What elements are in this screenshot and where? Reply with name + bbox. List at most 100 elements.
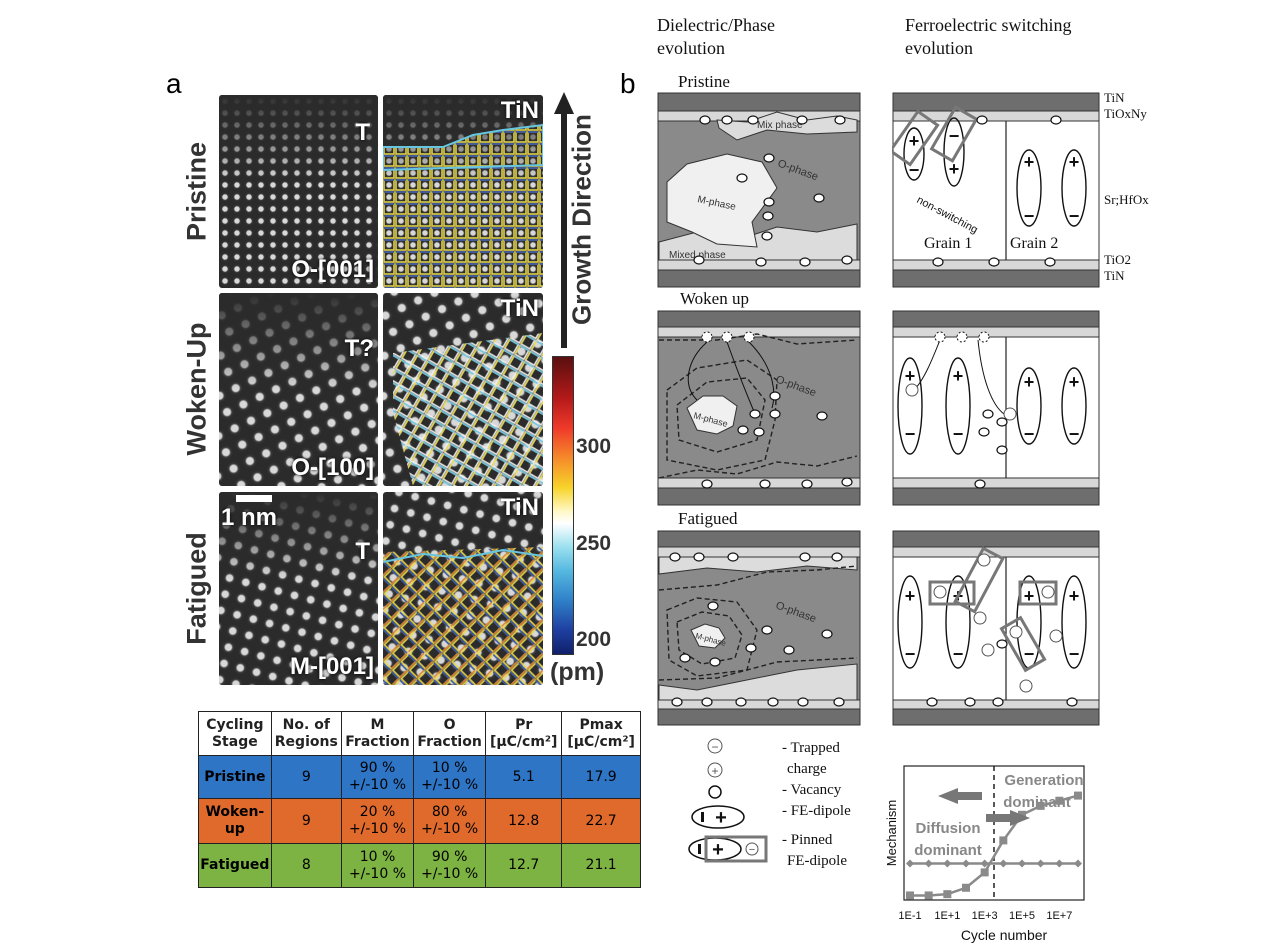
electrode-label: TiN — [500, 97, 539, 124]
vacancy-group — [669, 552, 845, 707]
o-value: 80 % — [431, 804, 468, 820]
svg-text:+: + — [715, 807, 727, 829]
cell-stage: Woken-up — [198, 798, 272, 844]
svg-text:+: + — [1069, 372, 1080, 392]
table-row: Pristine 9 90 %+/-10 % 10 %+/-10 % 5.1 1… — [198, 755, 641, 799]
data-point — [1055, 859, 1064, 868]
svg-text:+: + — [905, 586, 916, 606]
data-point — [962, 859, 970, 868]
cell-regions: 9 — [270, 798, 342, 844]
m-value: 10 % — [359, 848, 396, 865]
o-value: 90 % — [431, 848, 468, 865]
o-value: 10 % — [431, 760, 468, 776]
o-error: +/-10 % — [421, 821, 479, 837]
vacancy-icon — [708, 785, 722, 799]
svg-text:+: + — [1069, 152, 1080, 172]
o-error: +/-10 % — [421, 777, 479, 793]
svg-text:−: − — [1024, 424, 1035, 444]
column-title-line: Ferroelectric switching — [905, 15, 1072, 35]
stage-label-fatigued: Fatigued — [181, 532, 212, 645]
m-value: 20 % — [359, 804, 396, 820]
svg-text:−: − — [949, 126, 960, 146]
data-point — [999, 859, 1008, 868]
svg-text:+: + — [905, 366, 916, 386]
column-title-line: Dielectric/Phase — [657, 15, 775, 35]
column-title-dielectric: Dielectric/Phase evolution — [657, 14, 775, 60]
header-m-fraction: M Fraction — [340, 711, 415, 756]
scale-bar-label: 1 nm — [221, 504, 278, 531]
trapped-negative-icon — [707, 738, 723, 754]
cell-o-fraction: 90 %+/-10 % — [413, 843, 487, 888]
generation-label-2: dominant — [1003, 794, 1071, 811]
phase-schematic-pristine: M-phase O-phase Mix phase Mixed phase — [657, 92, 861, 288]
stage-label-woken-up: Woken-Up — [181, 322, 212, 456]
svg-text:−: − — [1024, 206, 1035, 226]
legend-pinned: - Pinned — [782, 832, 833, 848]
svg-text:−: − — [1024, 644, 1035, 664]
data-point — [1055, 796, 1064, 805]
pinned-dipole-icon: + − — [688, 835, 768, 863]
svg-text:−: − — [711, 740, 718, 754]
table-header-row: Cycling Stage No. of Regions M Fraction … — [198, 711, 641, 756]
vacancy-group — [932, 115, 1062, 267]
svg-text:+: + — [1024, 372, 1035, 392]
stage-title-fatigued: Fatigued — [678, 509, 738, 528]
vacancy-group — [693, 115, 853, 267]
cell-stage: Pristine — [198, 755, 272, 799]
cell-o-fraction: 10 %+/-10 % — [413, 755, 487, 799]
phase-schematic-fatigued: M-phase O-phase — [657, 530, 861, 726]
data-point — [980, 868, 989, 877]
cycling-stage-table: Cycling Stage No. of Regions M Fraction … — [198, 711, 641, 888]
colorbar — [552, 356, 574, 655]
orientation-label: M-[001] — [289, 653, 374, 680]
table-row: Woken-up 9 20 %+/-10 % 80 %+/-10 % 12.8 … — [198, 798, 641, 844]
generation-label: Generation — [1004, 772, 1083, 789]
data-point — [980, 859, 989, 868]
mix-phase-label: Mix phase — [757, 120, 803, 131]
right-arrow-icon — [986, 810, 1030, 826]
orientation-label: O-[001] — [291, 256, 374, 283]
diffusion-label-2: dominant — [914, 842, 982, 859]
cell-pmax: 21.1 — [561, 843, 641, 888]
m-value: 90 % — [359, 760, 396, 776]
data-point — [999, 836, 1008, 845]
column-title-line: evolution — [905, 38, 973, 58]
stage-title-woken-up: Woken up — [680, 289, 749, 308]
x-tick-label: 1E-1 — [898, 910, 921, 922]
header-pr: Pr [µC/cm²] — [485, 711, 563, 756]
x-tick-label: 1E+5 — [1009, 910, 1035, 922]
header-o-fraction: O Fraction — [413, 711, 487, 756]
grain1-label: Grain 1 — [924, 235, 972, 252]
switching-schematic-woken-up: +−+− +−+− — [892, 310, 1100, 506]
vacancy-group — [974, 409, 1008, 489]
vacancy-group — [701, 391, 853, 489]
electrode-label: TiN — [500, 295, 539, 322]
svg-text:+: + — [949, 159, 960, 179]
strain-grid-overlay — [383, 123, 543, 288]
scale-bar — [236, 495, 272, 502]
stem-image-pristine: T O-[001] — [219, 95, 378, 288]
x-tick-label: 1E+3 — [972, 910, 998, 922]
cell-o-fraction: 80 %+/-10 % — [413, 798, 487, 844]
stage-label-pristine: Pristine — [181, 141, 212, 242]
strain-map-woken-up: TiN — [383, 293, 543, 486]
header-pmax: Pmax [µC/cm²] — [561, 711, 641, 756]
phase-label: T — [355, 119, 370, 146]
legend-pinned-2: FE-dipole — [787, 853, 847, 869]
data-point — [943, 890, 952, 899]
o-error: +/-10 % — [421, 865, 479, 882]
diffusion-label: Diffusion — [916, 820, 981, 837]
vacancy-group — [926, 639, 1078, 707]
svg-text:−: − — [953, 644, 964, 664]
data-point — [924, 891, 933, 900]
colorbar-unit: (pm) — [550, 658, 605, 686]
stem-image-fatigued: 1 nm T M-[001] — [219, 492, 378, 685]
mechanism-chart: Generation dominant Diffusion dominant M… — [884, 765, 1085, 943]
svg-text:−: − — [905, 644, 916, 664]
mixed-phase-label: Mixed phase — [669, 250, 726, 261]
data-point — [962, 883, 970, 892]
layer-label-tio2: TiO2 — [1104, 252, 1131, 267]
growth-direction-arrow — [554, 92, 574, 348]
x-axis-label: Cycle number — [961, 927, 1048, 943]
strain-grid-overlay — [393, 333, 543, 486]
